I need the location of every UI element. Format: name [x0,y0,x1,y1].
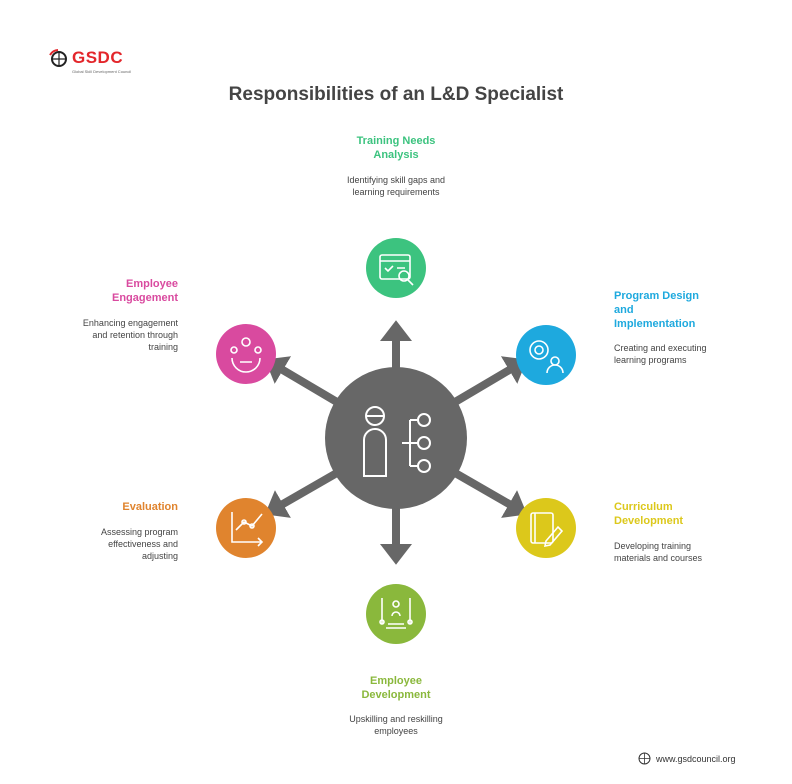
website-link[interactable]: www.gsdcouncil.org [656,753,736,764]
development-desc: Upskilling and reskilling employees [349,714,443,736]
page-title: Responsibilities of an L&D Specialist [228,84,564,105]
evaluation-title: Evaluation [122,501,178,513]
engagement-desc: Enhancing engagement and retention throu… [82,318,178,352]
arrow-top-left [264,356,345,409]
logo-tagline: Global Skill Development Council [72,69,132,74]
book-pencil-icon [530,512,564,548]
program-desc: Creating and executing learning programs [614,343,707,365]
footer: www.gsdcouncil.org [638,752,736,765]
program-title: Program Design and Implementation [614,290,699,330]
evaluation-node [216,498,276,558]
person-hierarchy-icon [363,406,431,477]
engagement-people-icon [230,337,262,373]
gsdc-logo: GSDC Global Skill Development Council [48,48,131,74]
arrow-bottom-right [448,466,528,518]
curriculum-title: Curriculum Development [614,501,684,527]
analysis-screen-icon [379,254,414,286]
development-title: Employee Development [361,675,431,701]
logo-row: GSDC [48,48,123,68]
curriculum-node [516,498,576,558]
training-node [366,238,426,298]
center-circle [325,367,467,509]
globe-icon [638,752,651,765]
arrow-bottom-left [264,466,344,518]
engagement-node [216,324,276,384]
evaluation-desc: Assessing program effectiveness and adju… [100,527,178,561]
training-desc: Identifying skill gaps and learning requ… [346,175,446,197]
training-title: Training Needs Analysis [356,135,436,161]
logo-name: GSDC [72,48,124,67]
line-chart-icon [231,512,264,547]
gear-person-icon [529,340,564,374]
arrow-top-right [447,356,528,409]
growth-person-icon [379,598,413,629]
development-node [366,584,426,644]
globe-logo-icon [49,49,67,67]
curriculum-desc: Developing training materials and course… [614,541,703,563]
engagement-title: Employee Engagement [111,278,178,304]
